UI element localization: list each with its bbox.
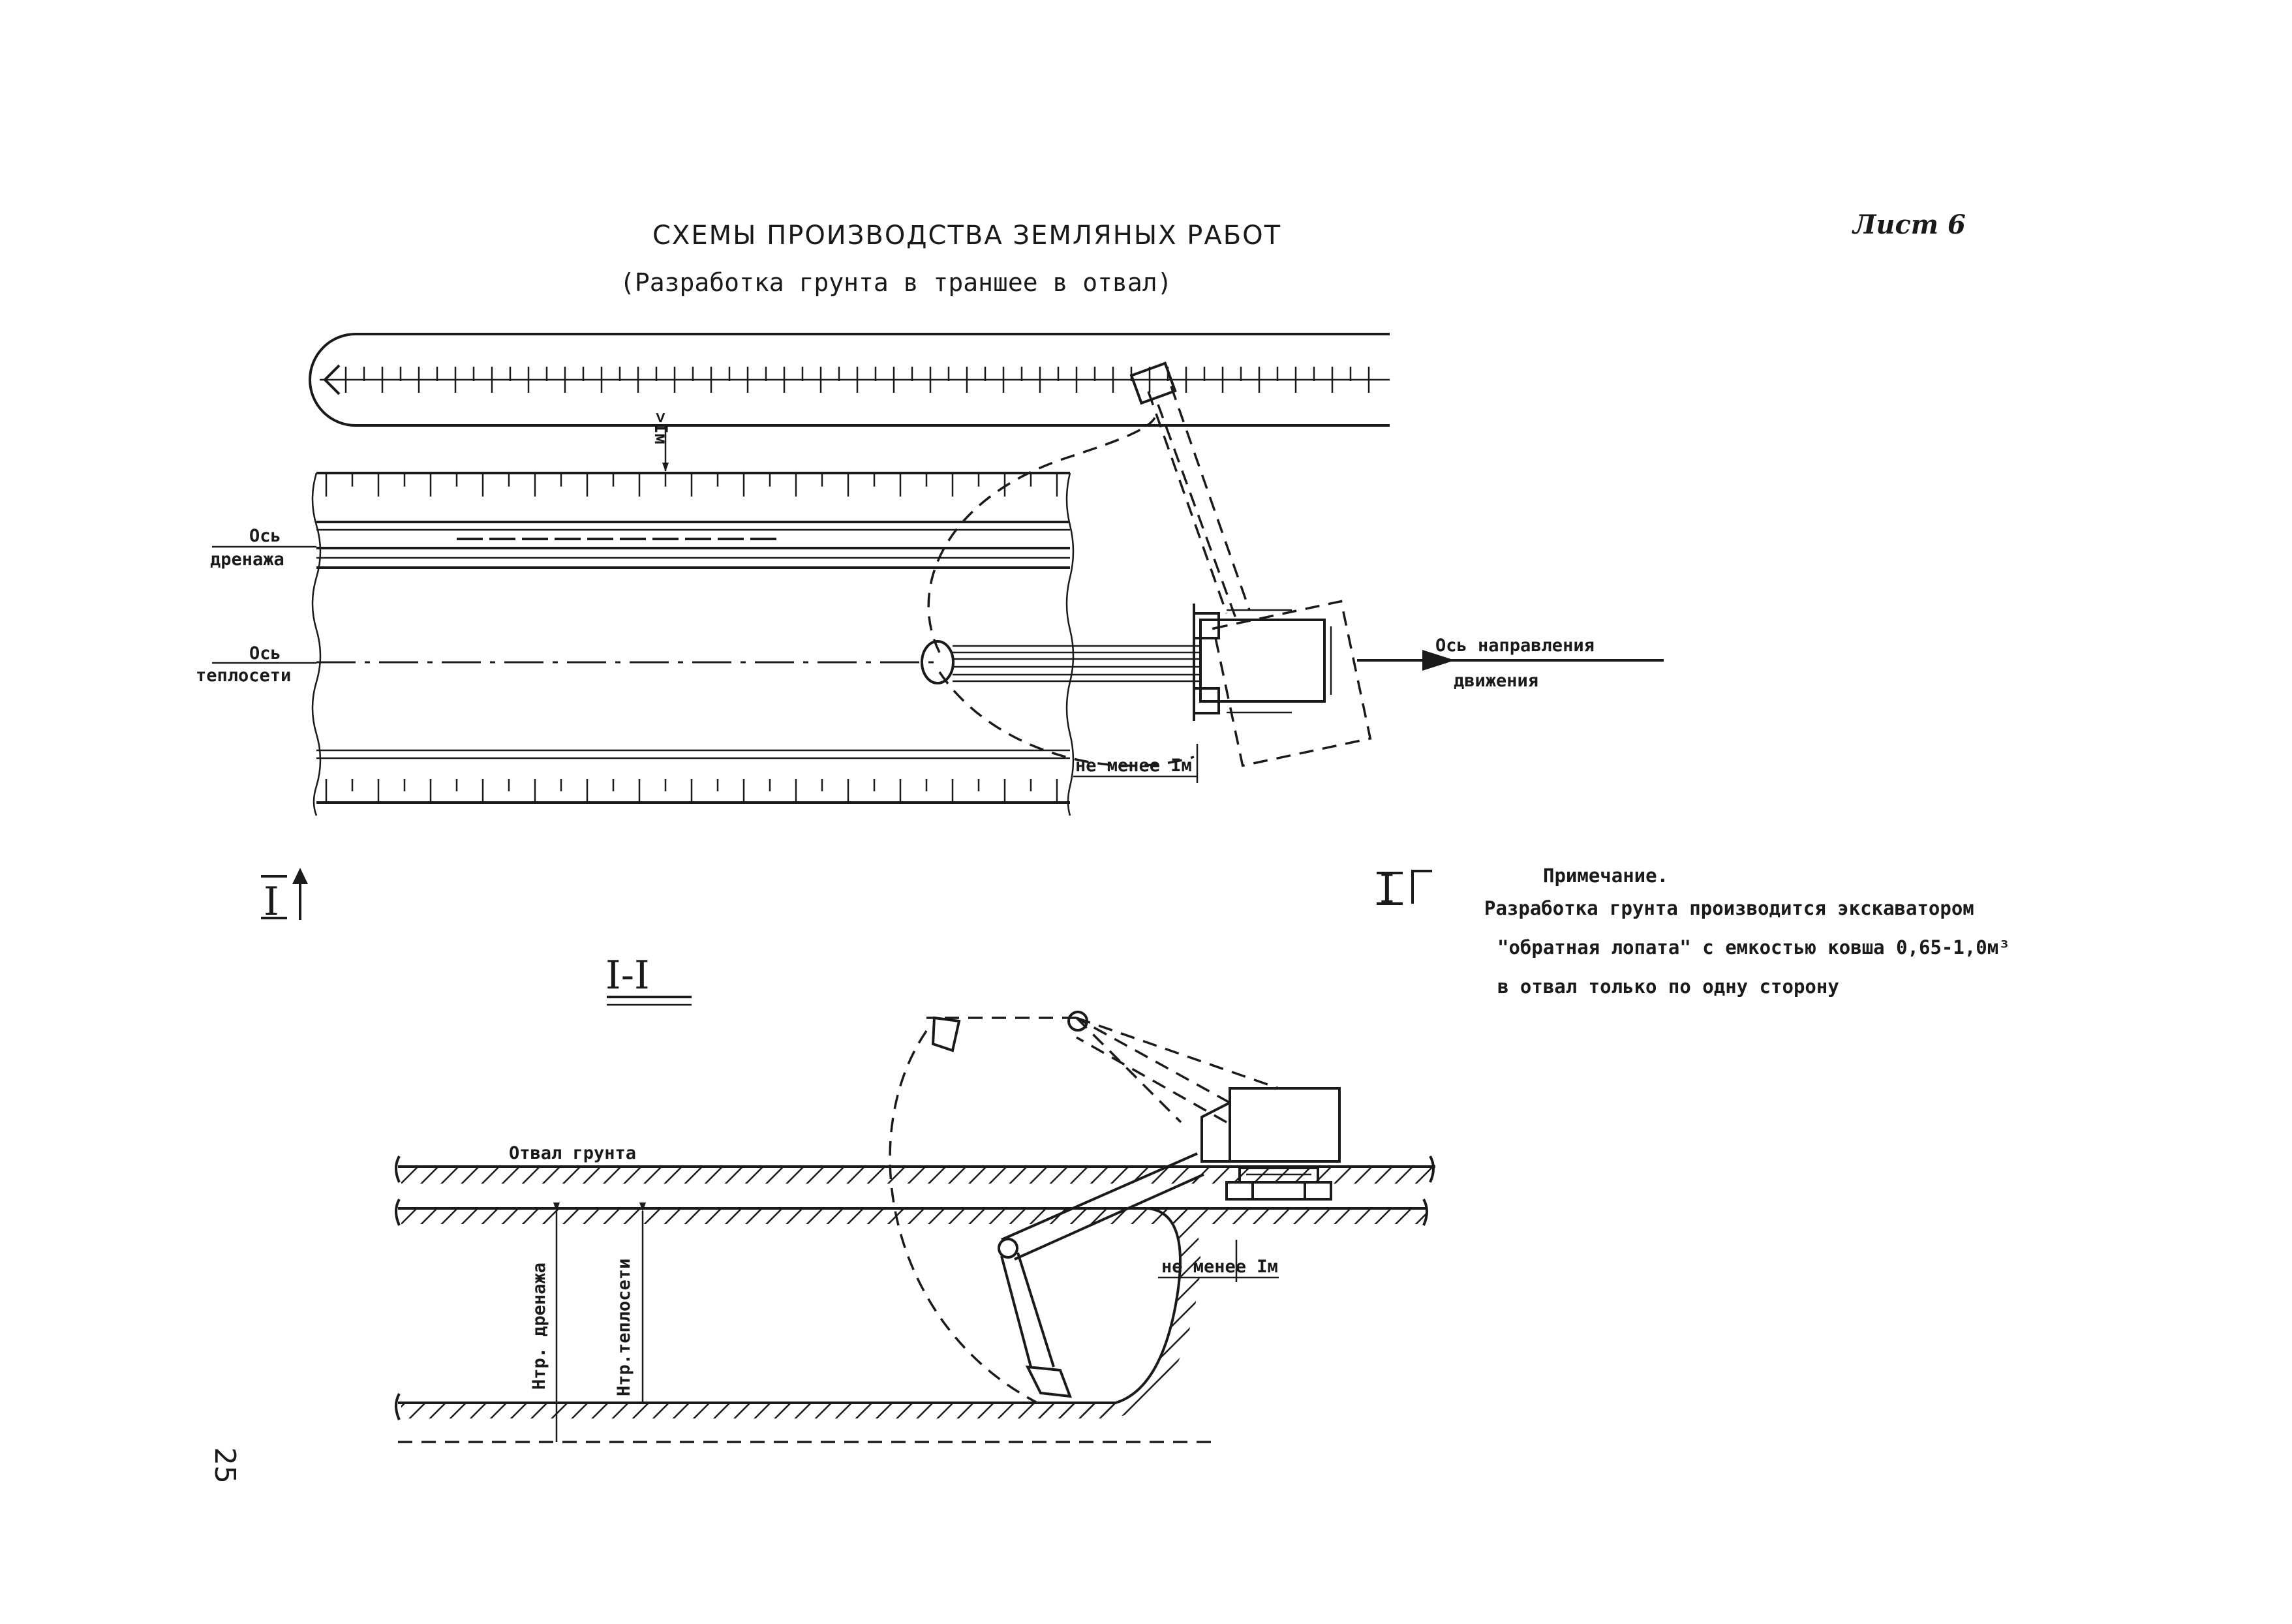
excavator-swing-arc-lower xyxy=(938,671,1195,767)
plan-min-distance: не менее Iм xyxy=(1073,744,1199,783)
spoil-ground: Отвал грунта xyxy=(395,1143,1200,1184)
excavator-boom-plan xyxy=(921,640,1200,684)
axis-drainage-line2: дренажа xyxy=(210,549,284,570)
depth-drainage-label: Hтр. дренажа xyxy=(529,1263,549,1390)
gap-dimension: >Iм xyxy=(650,412,671,472)
trench-edge-ticks-bottom xyxy=(325,779,1058,801)
spoil-ticks xyxy=(344,367,1370,393)
plan-min-distance-label: не менее Iм xyxy=(1075,756,1192,776)
section-mark-right-label: I xyxy=(1379,866,1395,912)
drawing-subtitle: (Разработка грунта в траншее в отвал) xyxy=(620,268,1172,297)
spoil-heap-strip xyxy=(309,333,1390,427)
section-min-distance-label: не менее Iм xyxy=(1161,1257,1278,1277)
gap-label: >Iм xyxy=(650,412,671,444)
note-line2: "обратная лопата" с емкостью ковша 0,65-… xyxy=(1497,936,2010,958)
trench-edge-ticks-top xyxy=(325,474,1058,497)
excavator-body-plan xyxy=(1193,600,1372,767)
spoil-label: Отвал грунта xyxy=(509,1143,636,1163)
section-mark-left-label: I xyxy=(264,879,279,925)
depth-dimension-heating: Hтр.теплосети xyxy=(614,1203,646,1403)
trench-section xyxy=(395,1207,1214,1443)
natural-ground xyxy=(395,1199,1148,1226)
excavator-boom-rotated xyxy=(1129,361,1251,620)
drawing-title: СХЕМЫ ПРОИЗВОДСТВА ЗЕМЛЯНЫХ РАБОТ xyxy=(652,221,1281,251)
section-mark-right: I xyxy=(1377,866,1432,912)
section-mark-left: I xyxy=(261,868,308,925)
section-min-distance: не менее Iм xyxy=(1158,1240,1279,1282)
note-line1: Разработка грунта производится экскавато… xyxy=(1484,897,1974,919)
sheet-label: Лист 6 xyxy=(1852,209,1966,240)
right-ground xyxy=(1145,1156,1435,1226)
excavator-swing-arc xyxy=(927,417,1156,653)
section-view: I-I Отвал грунта xyxy=(395,953,1435,1443)
note-line3: в отвал только по одну сторону xyxy=(1497,975,1839,998)
trench-plan xyxy=(311,472,1075,816)
depth-dimension-drainage: Hтр. дренажа xyxy=(529,1203,560,1442)
note-block: Примечание. Разработка грунта производит… xyxy=(1484,865,2010,998)
plan-view: >Iм Ось дренажа xyxy=(196,333,1664,925)
excavator-side xyxy=(889,1011,1341,1404)
axis-drainage-line1: Ось xyxy=(249,526,281,546)
section-title: I-I xyxy=(605,953,650,998)
axis-heating-line2: теплосети xyxy=(196,666,291,686)
note-heading: Примечание. xyxy=(1543,865,1668,887)
page-number: 25 xyxy=(208,1447,241,1484)
axis-drainage-label: Ось дренажа xyxy=(210,526,316,570)
direction-arrow: Ось направления движения xyxy=(1357,636,1664,691)
axis-heating-line1: Ось xyxy=(249,643,281,664)
depth-heating-label: Hтр.теплосети xyxy=(614,1259,634,1396)
axis-heating-label: Ось теплосети xyxy=(196,643,316,686)
direction-label-line1: Ось направления xyxy=(1435,636,1595,656)
direction-label-line2: движения xyxy=(1454,671,1538,691)
